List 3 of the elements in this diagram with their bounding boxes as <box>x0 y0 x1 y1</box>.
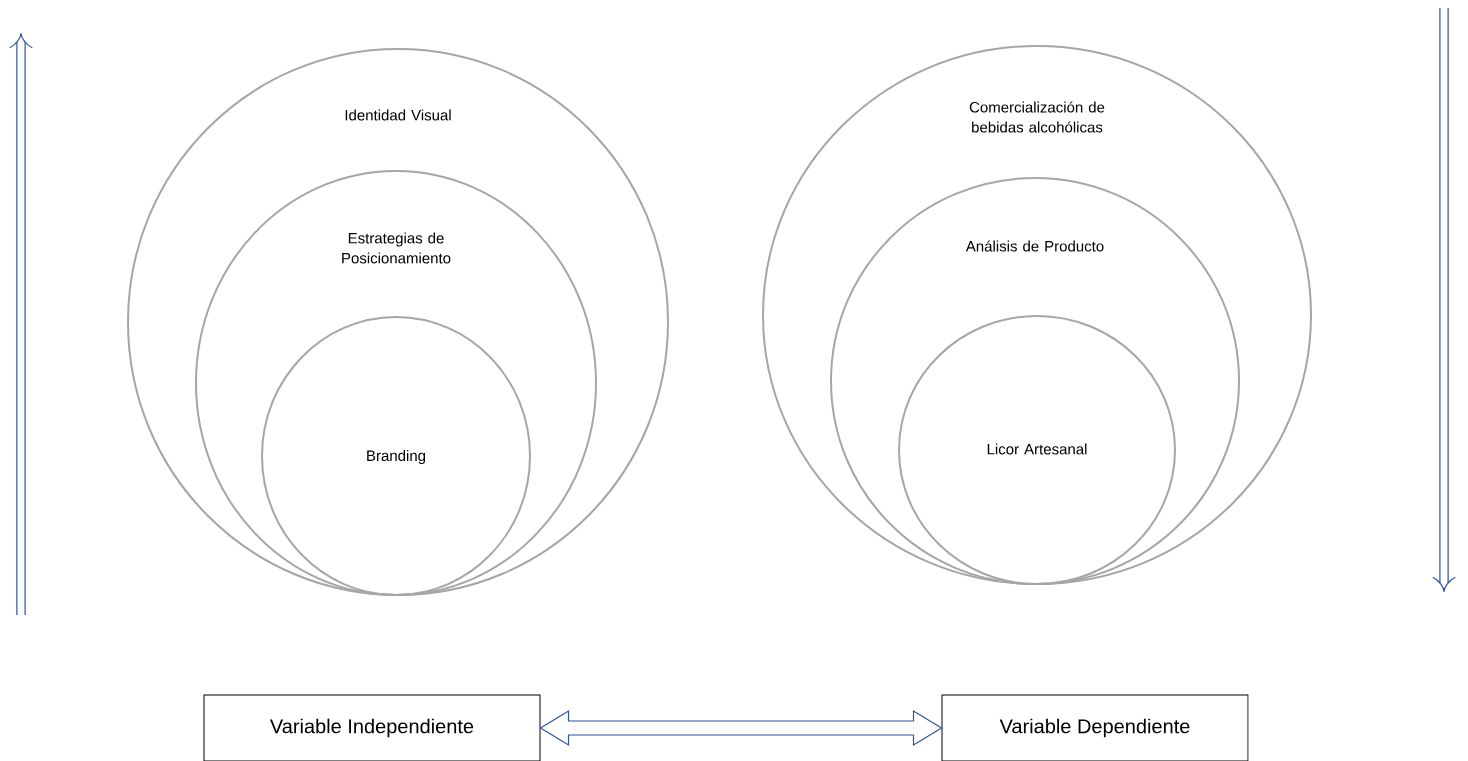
text-box: Variable Independiente <box>203 694 541 761</box>
double-arrow <box>539 709 943 747</box>
text-box: Variable Dependiente <box>941 694 1249 761</box>
